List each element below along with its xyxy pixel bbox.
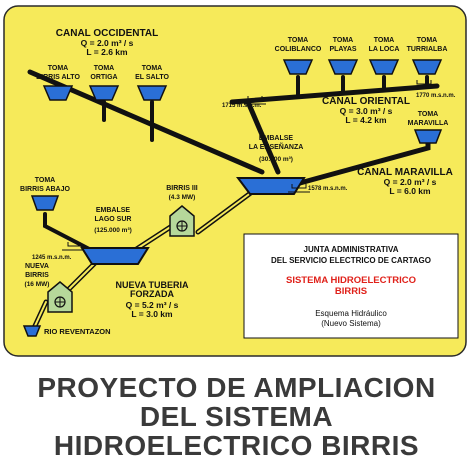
toma-maravilla-label-2: MARAVILLA <box>408 120 449 127</box>
reservoir-lago-sur <box>80 247 150 265</box>
nueva-tuberia-length: L = 3.0 km <box>131 309 173 319</box>
canal-maravilla-name: CANAL MARAVILLA <box>357 167 453 178</box>
canal-occidental-name: CANAL OCCIDENTAL <box>56 28 158 39</box>
intake-bowl-birris-alto <box>42 85 74 101</box>
toma-birris-abajo-label-1: TOMA <box>35 177 55 184</box>
embalse-lago-sur-label-1: EMBALSE <box>96 207 131 214</box>
intake-label-coliblanco-1: TOMA <box>288 37 308 44</box>
canal-occidental-flow: Q = 2.0 m³ / s <box>81 38 134 48</box>
intake-label-birris-alto-2: BIRRIS ALTO <box>36 74 80 81</box>
elevation-label-1245: 1245 m.s.n.m. <box>32 255 72 261</box>
main-title-line-1: PROYECTO DE AMPLIACION <box>37 372 436 403</box>
intake-bowl-turrialba <box>411 59 443 75</box>
toma-maravilla-label-1: TOMA <box>418 111 438 118</box>
intake-label-el-salto-2: EL SALTO <box>135 74 169 81</box>
intake-label-coliblanco-2: COLIBLANCO <box>275 46 322 53</box>
elevation-marker-1715 <box>244 96 266 105</box>
elevation-label-1715: 1715 m.s.n.m. <box>222 103 262 109</box>
intake-label-turrialba-2: TURRIALBA <box>407 46 448 53</box>
intake-bowl-maravilla <box>413 129 443 144</box>
info-box <box>243 233 459 339</box>
intake-label-turrialba-1: TOMA <box>417 37 437 44</box>
intake-bowl-birris-abajo <box>30 195 60 211</box>
intake-label-birris-alto-1: TOMA <box>48 65 68 72</box>
intake-label-playas-1: TOMA <box>333 37 353 44</box>
info-box-line-5: Esquema Hidráulico <box>315 309 387 318</box>
embalse-ensenanza-label-1: EMBALSE <box>259 135 294 142</box>
elevation-marker-1770 <box>413 80 435 89</box>
main-title-line-3: HIDROELECTRICO BIRRIS <box>53 430 420 461</box>
canal-oriental-line <box>229 83 440 105</box>
embalse-lago-sur-label-2: LAGO SUR <box>95 216 132 223</box>
canal-maravilla-line <box>297 139 431 186</box>
intake-label-la-loca-2: LA LOCA <box>369 46 400 53</box>
intake-label-el-salto-1: TOMA <box>142 65 162 72</box>
info-box-line-1: JUNTA ADMINISTRATIVA <box>304 245 399 254</box>
nueva-birris-label-2: BIRRIS <box>25 272 49 279</box>
embalse-ensenanza-label-2: LA ENSEÑANZA <box>249 142 304 151</box>
embalse-ensenanza-label-3: (30.000 m³) <box>259 156 293 163</box>
rio-reventazon-label: RIO REVENTAZON <box>44 327 111 336</box>
canal-maravilla-flow: Q = 2.0 m³ / s <box>384 177 437 187</box>
nueva-birris-label-3: (16 MW) <box>25 281 50 288</box>
birris-iii-label-1: BIRRIS III <box>166 185 198 192</box>
canal-oriental-drop <box>245 99 281 175</box>
intake-bowl-la-loca <box>368 59 400 75</box>
info-box-line-6: (Nuevo Sistema) <box>321 319 381 328</box>
main-title-line-2: DEL SISTEMA <box>139 401 334 432</box>
canal-oriental-length: L = 4.2 km <box>345 115 387 125</box>
intake-bowl-coliblanco <box>282 59 314 75</box>
intake-bowl-ortiga <box>88 85 120 101</box>
elevation-label-1578: 1578 m.s.n.m. <box>308 186 348 192</box>
river-outlet <box>22 325 42 337</box>
canal-occidental-length: L = 2.6 km <box>86 47 128 57</box>
reservoir-ensenanza <box>236 177 306 195</box>
elevation-marker-1245 <box>62 242 84 251</box>
canal-maravilla-length: L = 6.0 km <box>389 186 431 196</box>
canal-oriental-name: CANAL ORIENTAL <box>322 96 410 107</box>
toma-birris-abajo-label-2: BIRRIS ABAJO <box>20 186 70 193</box>
intake-label-la-loca-1: TOMA <box>374 37 394 44</box>
intake-bowl-el-salto <box>136 85 168 101</box>
intake-label-ortiga-1: TOMA <box>94 65 114 72</box>
intake-label-playas-2: PLAYAS <box>329 46 356 53</box>
powerhouse-nueva-birris <box>47 281 73 313</box>
intake-bowl-playas <box>327 59 359 75</box>
nueva-tuberia-flow: Q = 5.2 m³ / s <box>126 300 179 310</box>
nueva-tuberia-label-1: NUEVA TUBERIA <box>115 280 189 290</box>
intake-label-ortiga-2: ORTIGA <box>90 74 117 81</box>
canal-oriental-flow: Q = 3.0 m³ / s <box>340 106 393 116</box>
nueva-birris-label-1: NUEVA <box>25 263 49 270</box>
info-box-line-3: SISTEMA HIDROELECTRICO <box>286 275 416 286</box>
elevation-marker-1578 <box>288 184 310 193</box>
powerhouse-birris-iii <box>169 205 195 237</box>
info-box-line-4: BIRRIS <box>335 286 367 297</box>
info-box-line-2: DEL SERVICIO ELECTRICO DE CARTAGO <box>271 256 431 265</box>
elevation-label-1770: 1770 m.s.n.m. <box>416 93 456 99</box>
nueva-tuberia-label-2: FORZADA <box>130 289 174 299</box>
birris-iii-label-2: (4.3 MW) <box>169 194 196 201</box>
embalse-lago-sur-label-3: (125.000 m³) <box>94 227 132 234</box>
birris-abajo-pipe <box>43 212 97 254</box>
